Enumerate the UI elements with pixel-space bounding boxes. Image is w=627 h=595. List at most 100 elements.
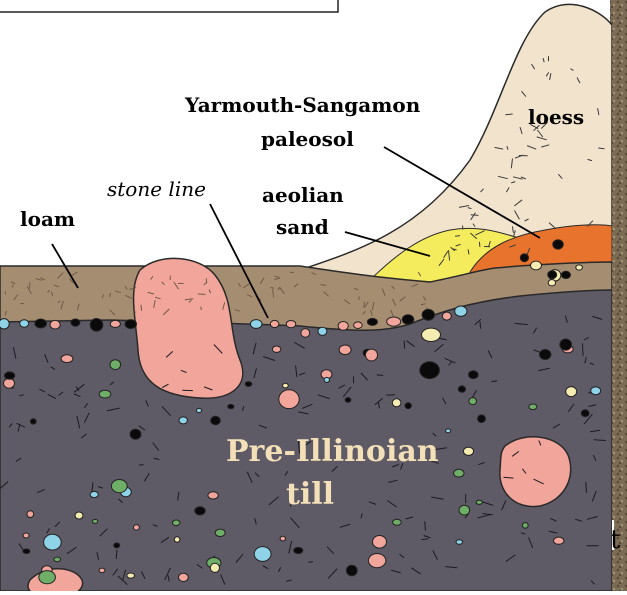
clast [111,480,127,493]
clast [373,536,387,549]
clast [294,547,303,553]
clast [463,447,473,455]
boulder-right [500,437,571,507]
clast [245,382,252,387]
clast [61,355,73,363]
clast [44,534,62,550]
clast [279,390,299,409]
clast [591,387,601,395]
paleosol-label-line1: Yarmouth-Sangamon [184,93,421,117]
clast [35,319,47,328]
clast [90,319,103,332]
paleosol-label-line2: paleosol [261,127,354,151]
clast [339,345,351,355]
clast [446,429,451,433]
clast [250,320,262,329]
clast [531,261,542,270]
clast [23,533,29,538]
clast [228,404,234,408]
clast [459,505,470,515]
clast [71,319,80,326]
clast [338,322,348,331]
clast [75,512,83,519]
loess-dashes-mark [505,114,512,115]
loess-label: loess [528,105,584,129]
clast [90,491,98,497]
loess-dashes-mark [462,226,463,230]
till-dashes-mark [309,562,314,563]
clast [27,511,34,518]
aeolian-label-line1: aeolian [262,183,344,207]
loam-dashes-mark [364,302,365,308]
loam-dashes-mark [320,285,326,286]
loess-dashes-mark [471,215,479,216]
clast [110,320,120,327]
clast [254,547,271,562]
clast [39,571,56,584]
till-dashes-mark [480,322,481,329]
clast [127,573,135,578]
till-dashes-mark [586,482,587,493]
clast [458,386,465,392]
clast [210,563,219,572]
clast [179,417,187,424]
clast [345,398,351,403]
clast [54,557,61,562]
clast [422,328,441,341]
till-label-line2: till [286,477,334,512]
clast [455,306,467,316]
clast [522,523,528,529]
loam-label: loam [20,207,75,231]
clast [280,536,285,541]
clast [393,519,402,525]
loess-dashes-mark [598,148,604,149]
clast [110,360,121,370]
clast [367,318,377,325]
clast [215,529,225,536]
clast [5,372,15,379]
clast [50,320,60,329]
clast [561,271,570,278]
clast [197,408,202,412]
clast [548,271,557,279]
clast [422,309,434,320]
clast [366,349,378,361]
clast [581,410,589,417]
clast [270,320,279,327]
clast [540,350,551,360]
clast [23,549,30,554]
clast [476,500,482,504]
clast [454,469,464,477]
till-dashes-mark [377,375,383,376]
clast [211,416,221,425]
clast [469,371,479,379]
clast [554,537,564,544]
clast [553,240,563,249]
clast [174,537,180,542]
clast [286,321,296,328]
stone-line-label: stone line [107,177,206,201]
clast [354,322,363,329]
clast [387,317,401,326]
clast [456,540,463,545]
loam-dashes-mark [201,307,202,310]
till-label-line1: Pre-Illinoian [226,434,439,469]
till-dashes-mark [583,343,584,356]
clast [172,520,180,526]
clast [402,315,414,325]
clast [195,507,205,515]
clast [392,399,401,407]
clast [576,265,583,270]
clast [99,390,111,398]
clast [324,377,329,382]
clast [548,280,555,286]
loess-dashes-mark [455,236,460,237]
clast [469,398,477,405]
clast [318,327,327,335]
clast [301,329,310,338]
clast [283,383,289,388]
clast [560,339,572,350]
clast [346,565,357,576]
clast [4,378,15,388]
